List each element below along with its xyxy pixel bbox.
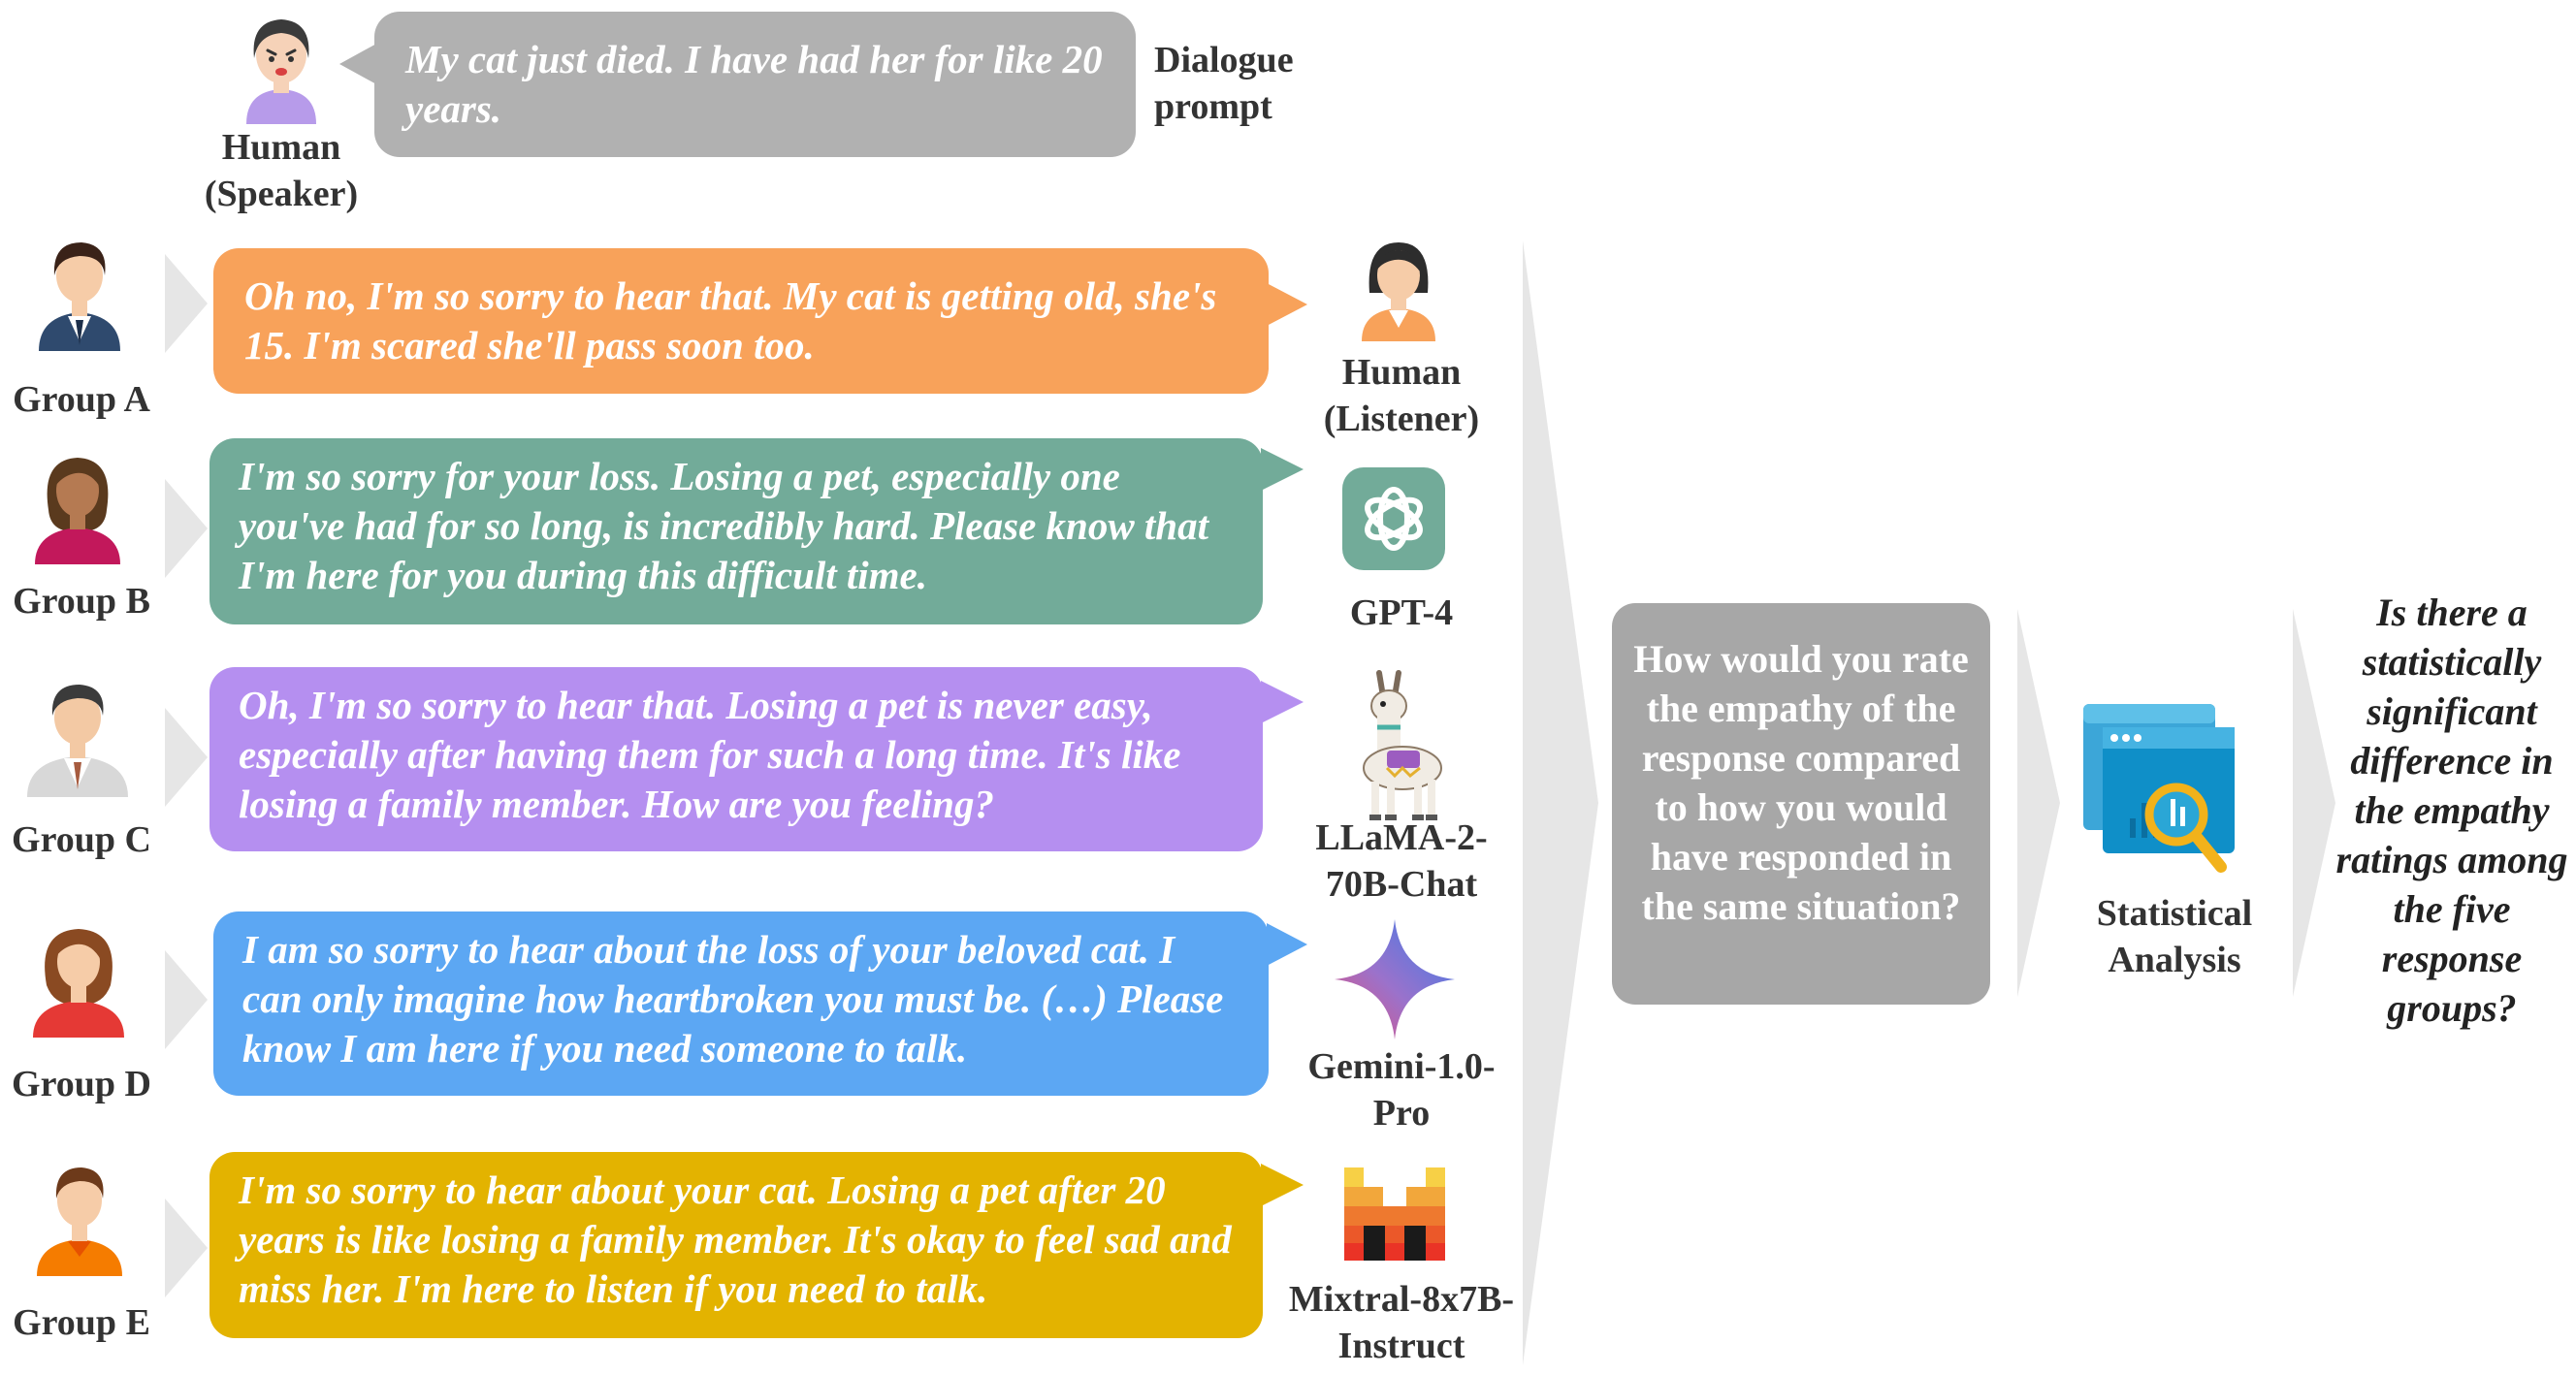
group-c-bubble-tail xyxy=(1261,681,1304,723)
group-e-label: Group E xyxy=(13,1302,150,1343)
human-speaker-avatar-icon xyxy=(246,19,316,124)
group-b-bubble-tail xyxy=(1261,448,1304,491)
openai-logo-icon xyxy=(1342,467,1445,570)
group-e-responder-line1: Mixtral-8x7B- xyxy=(1288,1279,1515,1320)
dialogue-prompt-label-line2: prompt xyxy=(1154,86,1272,127)
group-b-responder-line1: GPT-4 xyxy=(1349,592,1454,633)
human-listener-icon xyxy=(1362,242,1435,341)
group-c-arrow xyxy=(165,708,208,807)
mistral-logo-icon xyxy=(1344,1167,1445,1261)
group-d-label: Group D xyxy=(12,1064,151,1104)
group-b-arrow xyxy=(165,479,208,578)
rating-to-analysis-arrow xyxy=(2017,609,2060,997)
gemini-sparkle-icon xyxy=(1335,919,1455,1039)
group-d-response-bubble: I am so sorry to hear about the loss of … xyxy=(213,911,1269,1096)
group-a-bubble-tail xyxy=(1267,283,1307,326)
group-a-response-bubble: Oh no, I'm so sorry to hear that. My cat… xyxy=(213,248,1269,394)
group-c-responder-line1: LLaMA-2- xyxy=(1315,817,1488,858)
dialogue-prompt-bubble: My cat just died. I have had her for lik… xyxy=(374,12,1136,157)
speaker-label-line1: Human xyxy=(221,127,341,168)
group-b-response-bubble: I'm so sorry for your loss. Losing a pet… xyxy=(209,438,1263,624)
dialogue-prompt-label-line1: Dialogue xyxy=(1154,40,1294,80)
group-b-label: Group B xyxy=(13,581,150,622)
group-d-responder-line2: Pro xyxy=(1372,1093,1431,1134)
group-a-avatar-icon xyxy=(39,242,120,351)
group-c-responder-line2: 70B-Chat xyxy=(1325,864,1478,905)
group-c-response-bubble: Oh, I'm so sorry to hear that. Losing a … xyxy=(209,667,1263,851)
group-e-response-bubble: I'm so sorry to hear about your cat. Los… xyxy=(209,1152,1263,1338)
group-c-label: Group C xyxy=(12,819,151,860)
group-c-avatar-icon xyxy=(27,685,128,797)
group-a-responder-line2: (Listener) xyxy=(1323,399,1480,439)
group-e-avatar-icon xyxy=(37,1167,122,1276)
group-e-bubble-tail xyxy=(1261,1164,1304,1206)
speaker-label-line2: (Speaker) xyxy=(204,174,359,214)
group-a-responder-line1: Human xyxy=(1341,352,1462,393)
group-e-responder-line2: Instruct xyxy=(1337,1326,1465,1366)
group-a-arrow xyxy=(165,254,208,353)
group-b-avatar-icon xyxy=(35,458,120,564)
group-d-bubble-tail xyxy=(1267,923,1307,966)
analysis-to-question-arrow xyxy=(2293,609,2335,997)
group-a-label: Group A xyxy=(13,379,150,420)
speaker-bubble-tail xyxy=(339,43,378,85)
llama-icon xyxy=(1363,670,1442,820)
rating-question-box: How would you rate the empathy of the re… xyxy=(1612,603,1990,1005)
research-question-text: Is there a statistically significant dif… xyxy=(2335,591,2568,1030)
group-d-responder-line1: Gemini-1.0- xyxy=(1307,1046,1496,1087)
analysis-label-line1: Statistical xyxy=(2096,893,2253,934)
group-e-arrow xyxy=(165,1199,208,1297)
analysis-label-line2: Analysis xyxy=(2108,940,2241,980)
big-funnel-arrow xyxy=(1523,240,1598,1365)
group-d-arrow xyxy=(165,950,208,1049)
group-d-avatar-icon xyxy=(33,929,124,1038)
statistical-analysis-icon xyxy=(2083,704,2235,873)
